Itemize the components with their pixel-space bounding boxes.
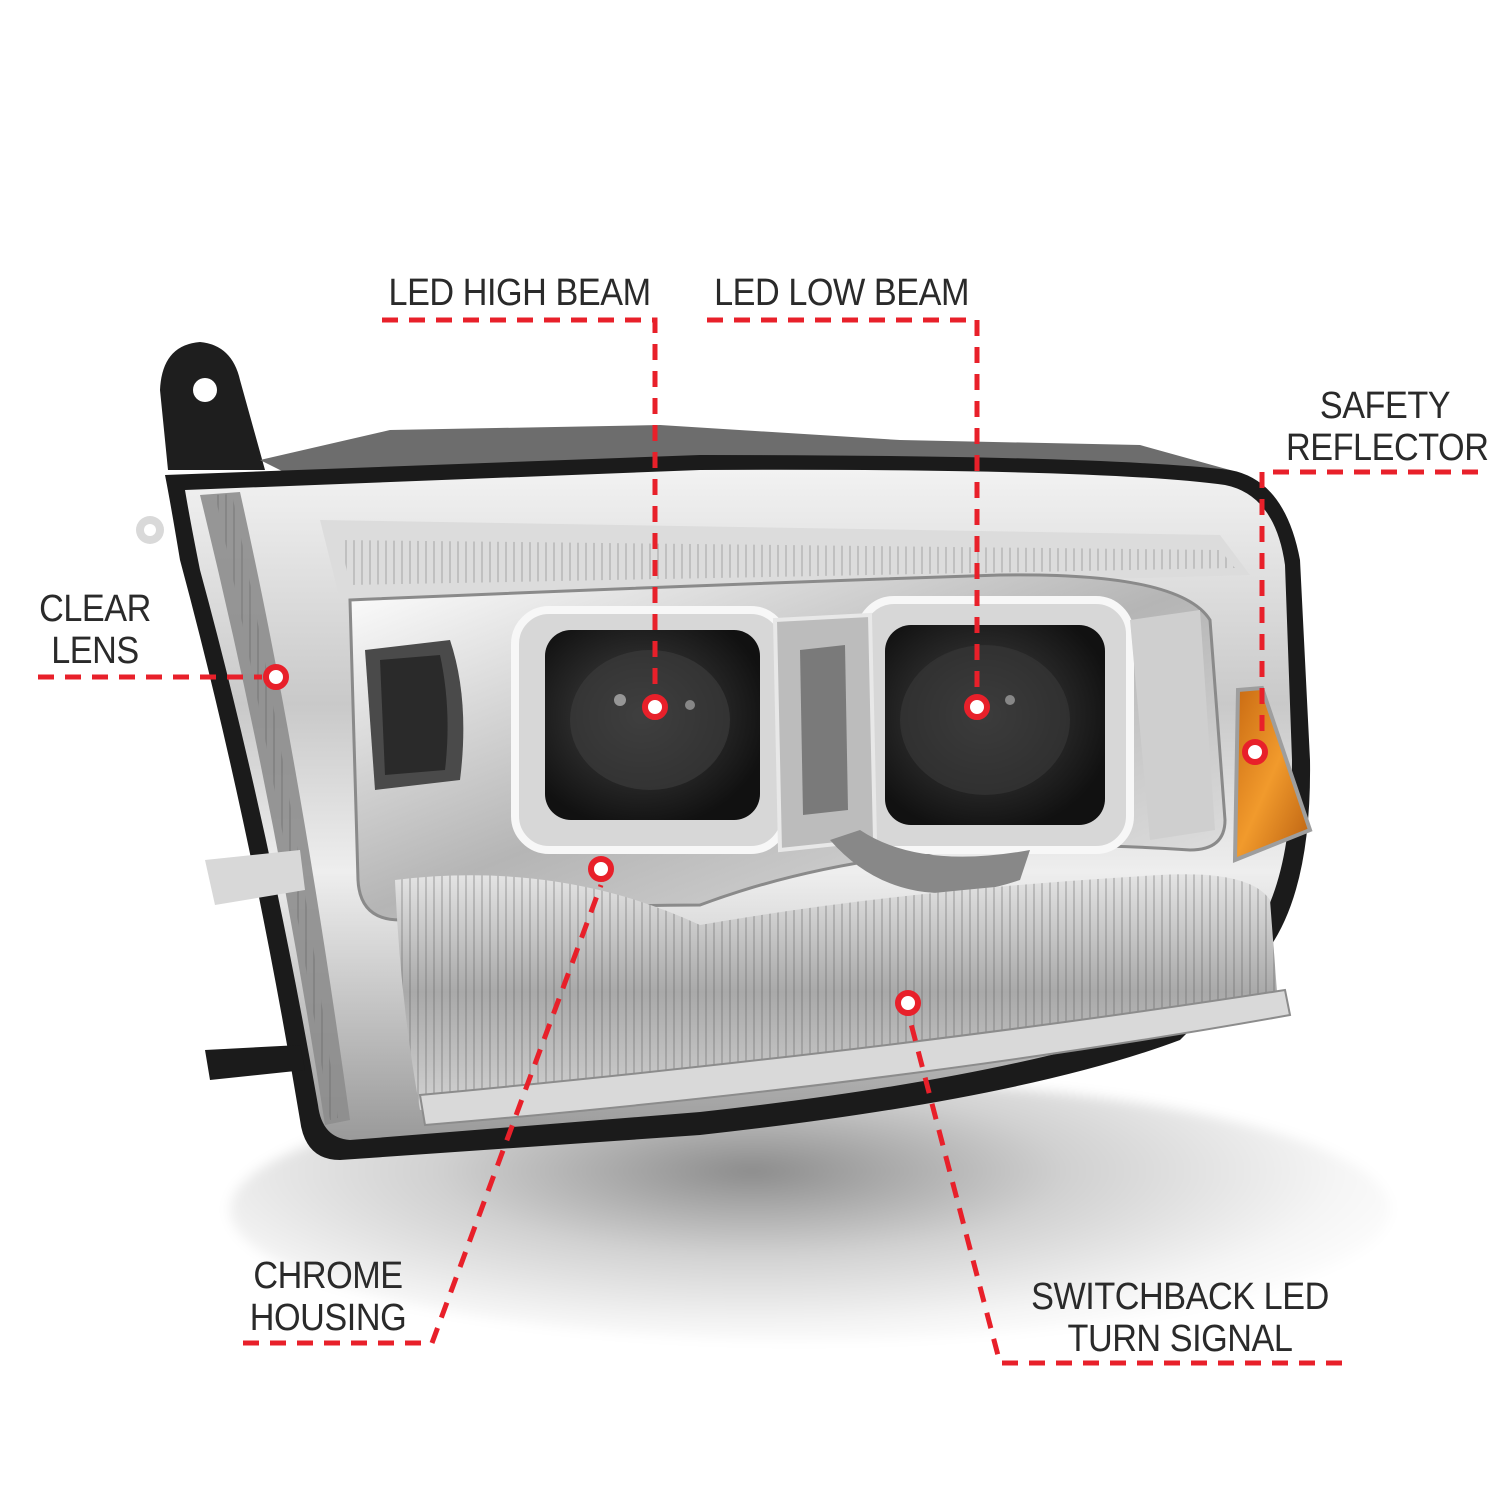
label-led-low-beam: LED LOW BEAM [714, 272, 970, 314]
label-line: LED LOW BEAM [714, 272, 970, 314]
label-line: CLEAR [39, 588, 151, 630]
label-safety-reflector: SAFETY REFLECTOR [1286, 385, 1489, 469]
label-chrome-housing: CHROME HOUSING [238, 1255, 418, 1339]
label-line: TURN SIGNAL [1067, 1318, 1293, 1360]
label-line: REFLECTOR [1286, 427, 1489, 469]
label-line: CHROME [253, 1255, 403, 1297]
label-line: SWITCHBACK LED [1031, 1276, 1329, 1318]
label-clear-lens: CLEAR LENS [23, 588, 167, 672]
label-led-high-beam: LED HIGH BEAM [388, 272, 652, 314]
label-line: HOUSING [249, 1297, 407, 1339]
label-switchback-turn-signal: SWITCHBACK LED TURN SIGNAL [1027, 1276, 1333, 1360]
label-line: LED HIGH BEAM [388, 272, 652, 314]
label-line: SAFETY [1319, 385, 1451, 427]
label-line: LENS [51, 630, 139, 672]
